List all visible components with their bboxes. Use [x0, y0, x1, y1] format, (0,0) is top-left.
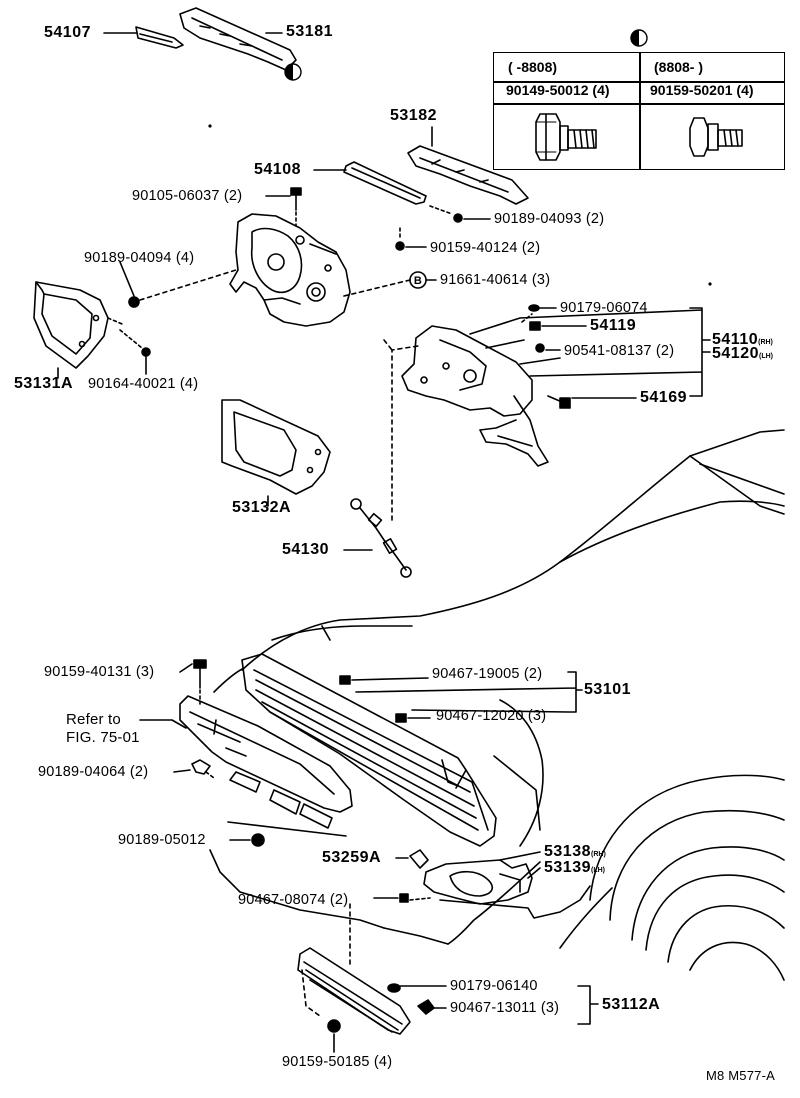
label-53138-side: (RH) [591, 851, 606, 858]
parts-table: ( -8808) (8808- ) 90149-50012 (4) 90159-… [493, 52, 785, 170]
label-90189-04093: 90189-04093 (2) [494, 211, 605, 227]
label-53112A: 53112A [602, 996, 661, 1013]
screw-90164-40021 [119, 329, 151, 357]
clip-90179-06140 [387, 983, 447, 993]
label-53132A: 53132A [232, 499, 292, 516]
label-54110: 54110(RH) [712, 331, 773, 348]
screw-90159-50185 [327, 1019, 341, 1033]
fastener-54119 [529, 321, 587, 331]
label-53259A: 53259A [322, 849, 382, 866]
nut-90189-04094 [128, 269, 237, 308]
clip-90189-04064 [191, 759, 215, 779]
label-53131A: 53131A [14, 375, 74, 392]
bolt-90105-06037 [290, 187, 302, 227]
label-90105-06037: 90105-06037 (2) [132, 188, 243, 204]
part-53182-bracket [407, 145, 529, 205]
legend-half-circle-53181 [284, 63, 302, 81]
table-part-col1: 90149-50012 (4) [506, 82, 610, 98]
label-90159-50185: 90159-50185 (4) [282, 1054, 393, 1070]
label-53182: 53182 [390, 107, 437, 124]
marker-b-label: B [413, 275, 423, 287]
label-54110-side: (RH) [758, 339, 773, 346]
table-part-col2: 90159-50201 (4) [650, 82, 754, 98]
screw-icon-col1 [535, 113, 597, 161]
part-53112A-lower-grille [297, 947, 411, 1035]
label-54120: 54120(LH) [712, 345, 773, 362]
clip-53259A [409, 849, 429, 869]
label-91661-40614: 91661-40614 (3) [440, 272, 551, 288]
label-90179-06074: 90179-06074 [560, 300, 648, 316]
figure-code: M8 M577-A [706, 1068, 775, 1083]
bracket-53138-53139 [499, 851, 541, 879]
label-90467-19005: 90467-19005 (2) [432, 666, 543, 682]
part-53131A-housing [33, 281, 123, 369]
headlamp-bracket [229, 213, 351, 327]
car-body [209, 429, 785, 981]
part-54108-bar [343, 161, 427, 205]
label-90189-04064: 90189-04064 (2) [38, 764, 149, 780]
label-90189-05012: 90189-05012 [118, 832, 206, 848]
label-53181: 53181 [286, 23, 333, 40]
label-90467-12020: 90467-12020 (3) [436, 708, 547, 724]
label-54107: 54107 [44, 24, 91, 41]
part-54130-rod [350, 498, 412, 578]
part-53101-grille [241, 653, 497, 847]
label-90164-40021: 90164-40021 (4) [88, 376, 199, 392]
clip-90467-13011 [417, 999, 447, 1015]
label-54169: 54169 [640, 389, 687, 406]
part-54107-bracket [135, 26, 184, 49]
label-90541-08137: 90541-08137 (2) [564, 343, 675, 359]
part-53181-bracket [179, 7, 297, 71]
clip-90467-12020 [395, 713, 431, 723]
label-54119: 54119 [590, 317, 637, 334]
part-53132A-housing [221, 399, 331, 495]
part-53138-under-panel [423, 859, 533, 905]
part-54110-mount-bracket [401, 325, 549, 467]
bolt-54169 [547, 395, 637, 409]
label-90467-13011: 90467-13011 (3) [450, 1000, 560, 1016]
label-90179-06140: 90179-06140 [450, 978, 538, 994]
label-54108: 54108 [254, 161, 301, 178]
washer-90159-40124 [395, 227, 405, 251]
clip-90467-08074 [399, 893, 431, 903]
refer-note-line2: FIG. 75-01 [66, 729, 140, 746]
label-54120-side: (LH) [759, 353, 773, 360]
screw-icon-col2 [689, 117, 743, 157]
label-90159-40124: 90159-40124 (2) [430, 240, 541, 256]
label-90189-04094: 90189-04094 (4) [84, 250, 195, 266]
fastener-90541-08137 [535, 343, 561, 353]
table-period-col2: (8808- ) [654, 59, 704, 75]
fastener-90179-06074 [521, 304, 557, 323]
label-53138: 53138(RH) [544, 843, 606, 860]
table-period-col1: ( -8808) [508, 59, 558, 75]
bolt-90159-40131 [193, 659, 207, 705]
label-53101: 53101 [584, 681, 631, 698]
bracket-53101 [355, 671, 583, 713]
label-53139: 53139(LH) [544, 859, 605, 876]
bracket-54110-54120 [469, 307, 711, 397]
label-54130: 54130 [282, 541, 329, 558]
clip-90467-19005 [339, 675, 429, 685]
refer-note-line1: Refer to [66, 711, 121, 728]
nut-90189-05012 [251, 833, 265, 847]
label-53139-side: (LH) [591, 867, 605, 874]
legend-half-circle-top [630, 29, 648, 47]
bumper-panel [179, 695, 353, 837]
label-90467-08074: 90467-08074 (2) [238, 892, 349, 908]
bracket-53112A [577, 985, 599, 1025]
label-90159-40131: 90159-40131 (3) [44, 664, 155, 680]
nut-90189-04093 [429, 205, 463, 223]
